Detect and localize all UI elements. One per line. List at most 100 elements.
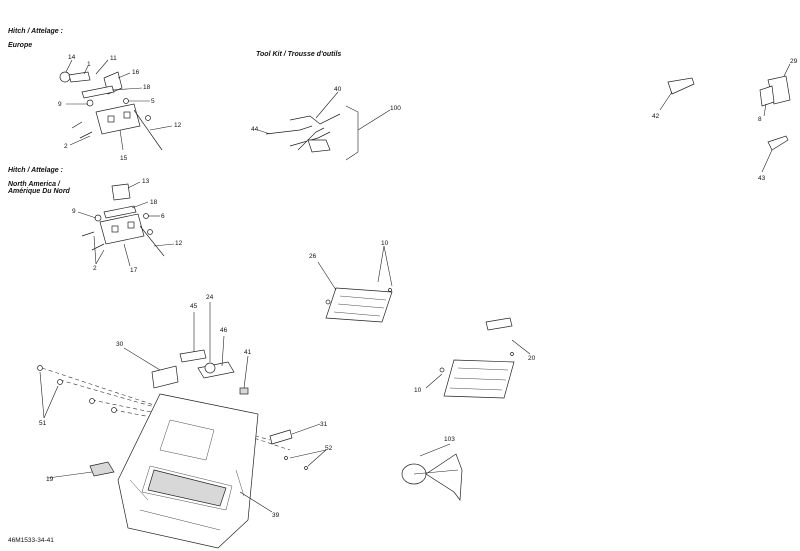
- bolt-2d: [91, 243, 105, 251]
- hitch-body-15: [95, 103, 141, 135]
- bracket-100: [345, 105, 359, 161]
- screw-51b: [57, 379, 63, 385]
- label-45: [179, 349, 207, 363]
- reflector-43: [767, 135, 789, 151]
- callout-15: 15: [120, 155, 128, 162]
- tool-40: [289, 113, 341, 125]
- screw-c: [89, 398, 95, 404]
- top-right-parts: [659, 63, 791, 173]
- pliers: [297, 127, 325, 151]
- callout-2b: 2: [93, 265, 97, 272]
- bolt-12b: [139, 225, 165, 257]
- ball-14: [59, 71, 71, 83]
- running-board-26: [317, 245, 393, 323]
- decal-24: [197, 361, 235, 379]
- callout-12a: 12: [174, 122, 182, 129]
- emblem-24: [204, 362, 216, 374]
- bolt-12: [133, 109, 163, 151]
- tool-kit-assembly: [257, 91, 391, 161]
- heading-hitch-europe: Hitch / Attelage :: [8, 28, 63, 35]
- callout-1: 1: [87, 61, 91, 68]
- clip-8: [759, 85, 775, 107]
- callout-10a: 10: [381, 240, 389, 247]
- hitch-hole-right: [123, 111, 131, 119]
- callout-43: 43: [758, 175, 766, 182]
- callout-103: 103: [444, 436, 455, 443]
- horn-103: [401, 443, 463, 501]
- callout-13: 13: [142, 178, 150, 185]
- callout-46: 46: [220, 327, 228, 334]
- callout-18a: 18: [143, 84, 151, 91]
- wrench-44: [265, 125, 313, 135]
- heading-hitch-north-america: Hitch / Attelage :: [8, 167, 63, 174]
- callout-20: 20: [528, 355, 536, 362]
- light-19: [89, 461, 115, 477]
- bolt-2b: [79, 131, 93, 139]
- callout-40: 40: [334, 86, 342, 93]
- callout-51: 51: [39, 420, 47, 427]
- screw-d: [111, 407, 117, 413]
- hitch-hole-left: [107, 115, 115, 123]
- tool-handle: [307, 139, 331, 153]
- callout-100: 100: [390, 105, 401, 112]
- bolt-2a: [71, 121, 83, 129]
- callout-5: 5: [151, 98, 155, 105]
- washer-5: [123, 98, 129, 104]
- callout-14: 14: [68, 54, 76, 61]
- heading-north-america: North America /: [8, 181, 60, 188]
- callout-labels: 14 11 1 16 18 9 5 12 2 15 13 18 9 6 12 2…: [39, 54, 798, 519]
- nut-12: [145, 115, 151, 121]
- callout-2a: 2: [64, 143, 68, 150]
- callout-16: 16: [132, 69, 140, 76]
- callout-12b: 12: [175, 240, 183, 247]
- brand-plate: [147, 469, 227, 507]
- callout-44: 44: [251, 126, 259, 133]
- hitch-hole-b: [127, 221, 135, 229]
- hitch-hole-a: [111, 225, 119, 233]
- callout-26: 26: [309, 253, 317, 260]
- callout-39: 39: [272, 512, 280, 519]
- front-cover-39: [117, 393, 259, 549]
- pin-1: [68, 71, 91, 83]
- screw-51a: [37, 365, 43, 371]
- callout-30: 30: [116, 341, 124, 348]
- callout-8: 8: [758, 116, 762, 123]
- hitch-europe-assembly: [59, 59, 173, 151]
- callout-9a: 9: [58, 101, 62, 108]
- callout-45: 45: [190, 303, 198, 310]
- heading-tool-kit: Tool Kit / Trousse d'outils: [256, 51, 342, 58]
- callout-29: 29: [790, 58, 798, 65]
- hitch-body-17: [99, 213, 145, 245]
- document-id: 46M1533-34-41: [8, 537, 54, 544]
- callout-17: 17: [130, 267, 138, 274]
- washer-6b: [147, 229, 153, 235]
- bracket-13: [111, 183, 131, 201]
- front-cover-assembly: [37, 302, 327, 549]
- callout-42: 42: [652, 113, 660, 120]
- nut-9: [86, 99, 94, 107]
- plate-18b: [103, 205, 137, 219]
- label-31: [269, 429, 293, 445]
- callout-31: 31: [320, 421, 328, 428]
- label-30: [151, 365, 179, 389]
- callout-24: 24: [206, 294, 214, 301]
- callout-11: 11: [110, 55, 117, 62]
- reflector-42: [667, 77, 695, 95]
- bolt-2c: [81, 231, 95, 237]
- callout-52: 52: [325, 445, 333, 452]
- callout-18b: 18: [150, 199, 158, 206]
- nut-9b: [94, 214, 102, 222]
- plate-18: [81, 85, 115, 99]
- running-board-20: [425, 317, 531, 399]
- callout-19: 19: [46, 476, 54, 483]
- heading-europe: Europe: [8, 42, 33, 49]
- heading-amerique-du-nord: Amérique Du Nord: [8, 188, 70, 195]
- callout-41: 41: [244, 349, 252, 356]
- callout-6: 6: [161, 213, 165, 220]
- callout-10b: 10: [414, 387, 422, 394]
- callout-9b: 9: [72, 208, 76, 215]
- washer-6a: [143, 213, 149, 219]
- hitch-north-america-assembly: [77, 181, 175, 267]
- part-41: [239, 387, 249, 395]
